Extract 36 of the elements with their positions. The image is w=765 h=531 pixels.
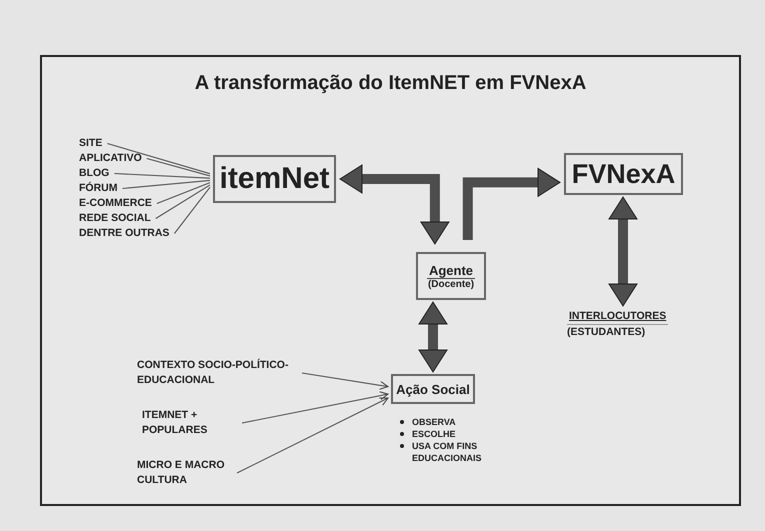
arrow: [236, 397, 388, 474]
connector-line: [174, 186, 210, 234]
node-label: CONTEXTO SOCIO-POLÍTICO-EDUCACIONAL: [137, 358, 290, 388]
arrow: [302, 372, 388, 390]
node-label: BLOG: [79, 166, 110, 181]
bullet-text: ESCOLHE: [412, 429, 456, 439]
arrow: [242, 391, 388, 424]
connector-line: [107, 142, 210, 174]
connector-line: [146, 158, 210, 176]
node-label: FÓRUM: [79, 181, 118, 196]
bullet-text: USA COM FINS EDUCACIONAIS: [412, 441, 482, 463]
process-box: Ação Social: [391, 374, 475, 404]
connector-line: [114, 172, 210, 179]
node-label: REDE SOCIAL: [79, 211, 151, 226]
node-sublabel: (ESTUDANTES): [567, 324, 646, 340]
node-label: SITE: [79, 136, 102, 151]
node-label: INTERLOCUTORES: [567, 308, 668, 324]
diagram-title: A transformação do ItemNET em FVNexA: [194, 72, 588, 95]
connector-line: [156, 182, 210, 204]
process-box: itemNet: [213, 155, 336, 203]
node-label: E-COMMERCE: [79, 196, 152, 211]
node-label: MICRO E MACRO CULTURA: [137, 458, 226, 488]
box-heading: Agente: [426, 262, 476, 278]
connector-line: [155, 184, 210, 219]
connector-line: [122, 180, 210, 190]
node-label: ITEMNET + POPULARES: [142, 408, 208, 438]
node-label: APLICATIVO: [79, 151, 142, 166]
box-subtitle: (Docente): [428, 278, 474, 290]
process-box: FVNexA: [564, 153, 683, 195]
block-arrow: [340, 164, 450, 244]
block-arrow: [462, 168, 560, 240]
bullet-text: OBSERVA: [412, 417, 456, 427]
node-label: DENTRE OUTRAS: [79, 226, 170, 241]
process-box: [416, 252, 486, 300]
block-arrow: [418, 302, 448, 372]
block-arrow: [608, 196, 638, 306]
